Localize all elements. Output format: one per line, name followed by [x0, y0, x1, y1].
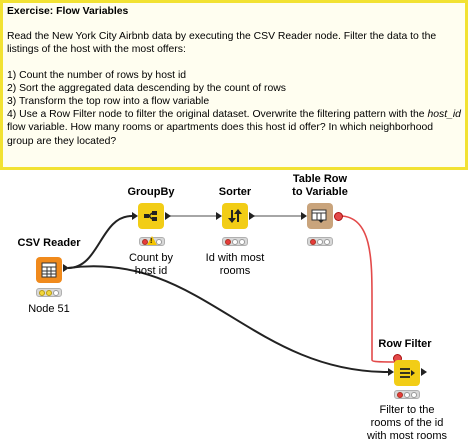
- table-row-to-variable-input-port[interactable]: [301, 212, 307, 220]
- status-light: [239, 238, 246, 245]
- sorter-title: Sorter: [218, 186, 252, 198]
- annotation-intro: Read the New York City Airbnb data by ex…: [7, 31, 437, 56]
- status-light: [45, 289, 52, 296]
- row-filter-description-line-3: with most rooms: [366, 430, 448, 442]
- annotation-step-1: 1) Count the number of rows by host id: [7, 69, 187, 81]
- sorter-description-line-1: Id with most: [205, 252, 265, 264]
- sorter-input-port[interactable]: [216, 212, 222, 220]
- csv-reader-node[interactable]: [36, 257, 62, 283]
- groupby-icon: [144, 211, 157, 221]
- table-row-to-variable-title: Table Row to Variable: [280, 173, 360, 199]
- groupby-description-line-1: Count by: [128, 252, 174, 264]
- csv-reader-description: Node 51: [28, 303, 70, 315]
- row-filter-icon: [400, 368, 415, 378]
- table-row-title-line-1: Table Row: [292, 173, 348, 185]
- connection-flow-variable[interactable]: [339, 215, 399, 363]
- status-light: [309, 238, 316, 245]
- warning-exclamation: !: [150, 238, 153, 245]
- status-light: [396, 391, 403, 398]
- status-light: [231, 238, 238, 245]
- sorter-status: [222, 237, 248, 246]
- sorter-description: Id with most rooms: [200, 252, 270, 278]
- status-light: [324, 238, 331, 245]
- table-row-title-line-2: to Variable: [292, 186, 348, 198]
- annotation-step-3: 3) Transform the top row into a flow var…: [7, 96, 210, 108]
- groupby-title: GroupBy: [127, 186, 175, 198]
- csv-reader-status: [36, 288, 62, 297]
- status-light: [411, 391, 418, 398]
- row-filter-output-port[interactable]: [421, 368, 427, 376]
- row-filter-title: Row Filter: [378, 338, 432, 350]
- table-row-to-variable-flow-output-port[interactable]: [334, 212, 343, 221]
- warning-icon[interactable]: [147, 236, 157, 245]
- sorter-description-line-2: rooms: [219, 265, 251, 277]
- row-filter-description-line-2: rooms of the id: [370, 417, 444, 429]
- status-light: [224, 238, 231, 245]
- status-light: [156, 238, 163, 245]
- row-filter-status: [394, 390, 420, 399]
- annotation-title: Exercise: Flow Variables: [7, 6, 129, 17]
- row-filter-description: Filter to the rooms of the id with most …: [362, 404, 452, 443]
- step-4-text-b: flow variable. How many rooms or apartme…: [7, 122, 434, 147]
- groupby-description-line-2: host id: [134, 265, 168, 277]
- csv-reader-output-port[interactable]: [63, 264, 69, 272]
- status-light: [53, 289, 60, 296]
- groupby-output-port[interactable]: [165, 212, 171, 220]
- row-filter-description-line-1: Filter to the: [379, 404, 435, 416]
- connection-csv-to-rowfilter[interactable]: [67, 265, 389, 373]
- groupby-node[interactable]: [138, 203, 164, 229]
- sorter-node[interactable]: [222, 203, 248, 229]
- step-4-text-a: 4) Use a Row Filter node to filter the o…: [7, 109, 428, 121]
- groupby-description: Count by host id: [118, 252, 184, 278]
- table-row-to-variable-status: [307, 237, 333, 246]
- table-to-variable-icon: [311, 209, 327, 223]
- step-4-flow-variable-name: host_id: [427, 109, 461, 121]
- annotation-step-4: 4) Use a Row Filter node to filter the o…: [7, 108, 461, 148]
- row-filter-input-port[interactable]: [388, 368, 394, 376]
- row-filter-node[interactable]: [394, 360, 420, 386]
- csv-reader-title: CSV Reader: [17, 237, 81, 249]
- status-light: [38, 289, 45, 296]
- exercise-annotation: Exercise: Flow Variables Read the New Yo…: [0, 0, 468, 170]
- status-light: [316, 238, 323, 245]
- table-grid-icon: [41, 262, 57, 278]
- annotation-step-2: 2) Sort the aggregated data descending b…: [7, 82, 286, 94]
- sort-arrows-icon: [228, 209, 242, 223]
- status-light: [403, 391, 410, 398]
- table-row-to-variable-node[interactable]: [307, 203, 333, 229]
- groupby-input-port[interactable]: [132, 212, 138, 220]
- sorter-output-port[interactable]: [249, 212, 255, 220]
